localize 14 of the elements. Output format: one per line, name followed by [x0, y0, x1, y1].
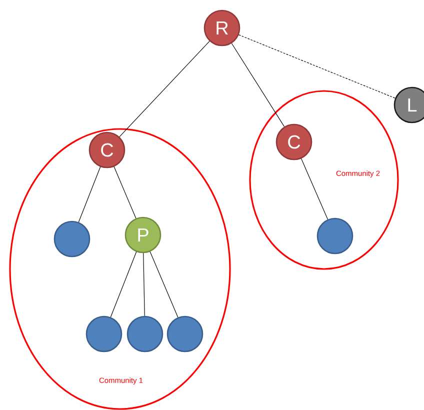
- connector-line: [114, 166, 136, 219]
- node-circle: [316, 218, 354, 254]
- connector-line: [238, 34, 396, 98]
- connector-line: [119, 40, 210, 138]
- node-circle: [166, 316, 204, 352]
- node-circle: [126, 316, 164, 352]
- connector-line: [110, 252, 137, 318]
- connector-line: [300, 158, 328, 220]
- connector-line: [143, 252, 145, 316]
- connector-line: [150, 251, 178, 318]
- node-circle: [86, 316, 122, 352]
- node-circle: [54, 220, 90, 258]
- connector-line: [231, 43, 285, 127]
- connector-line: [78, 166, 101, 222]
